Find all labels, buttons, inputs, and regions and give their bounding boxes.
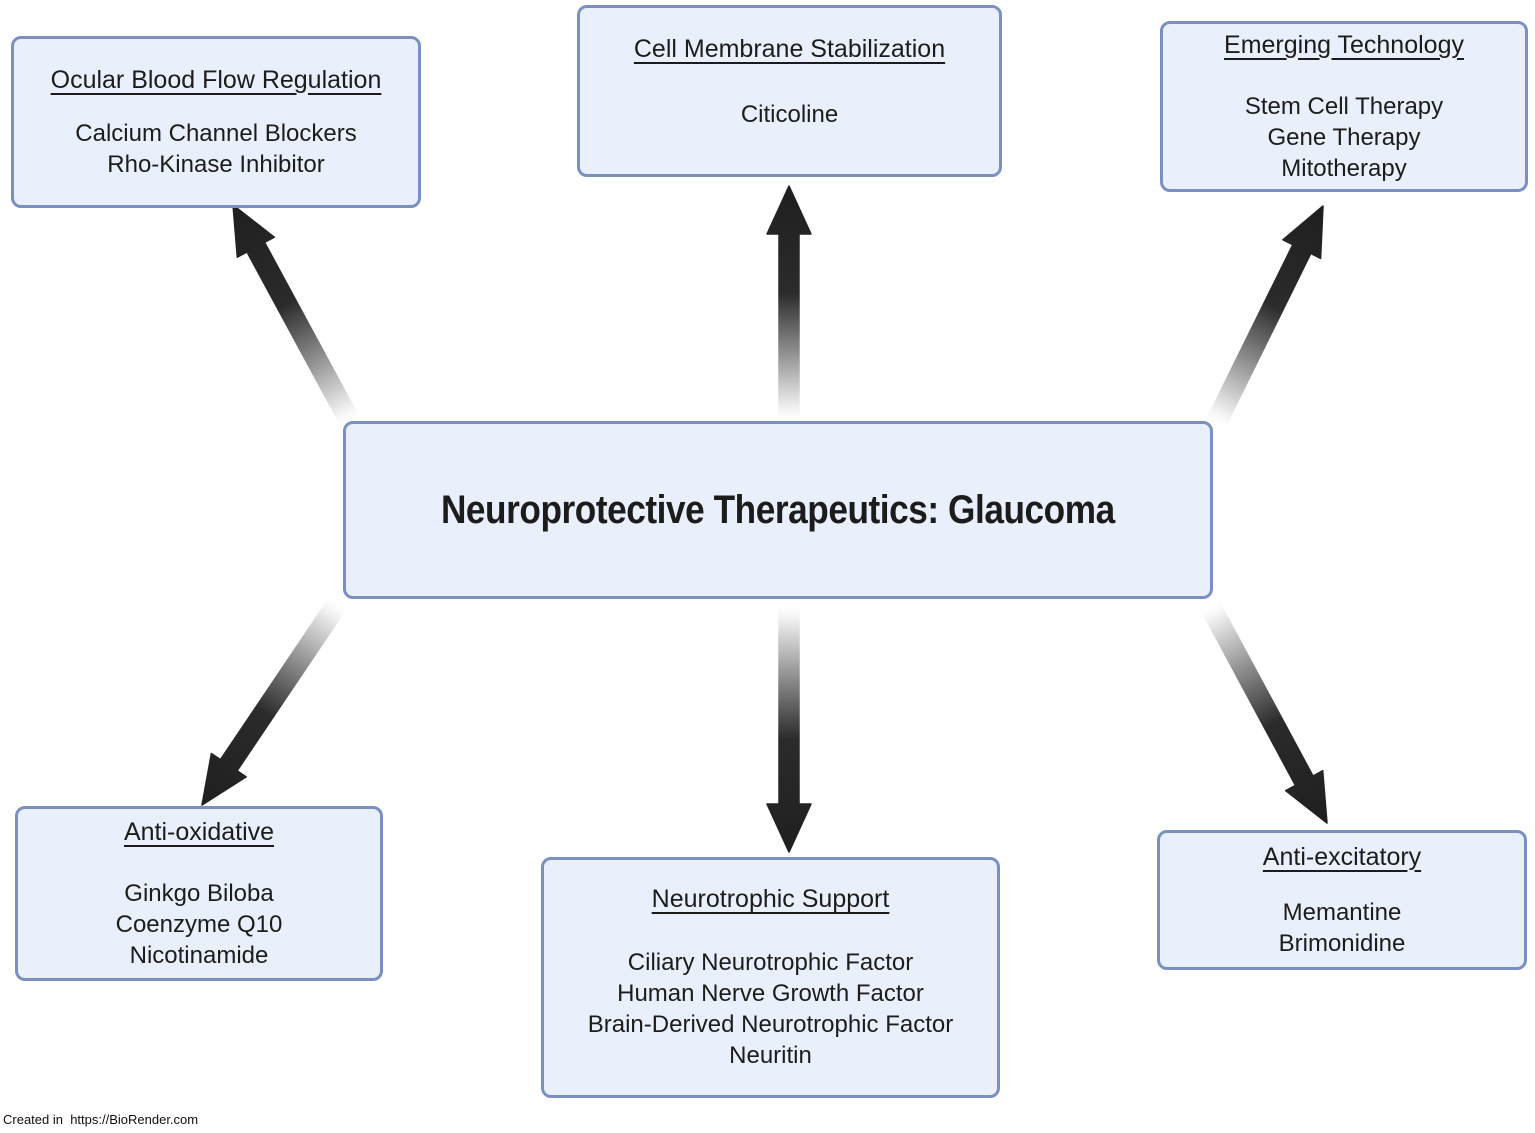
node-neurotrophic-support: Neurotrophic Support Ciliary Neurotrophi…: [541, 857, 1000, 1098]
node-item: Rho-Kinase Inhibitor: [107, 150, 325, 178]
node-item: Calcium Channel Blockers: [75, 119, 357, 147]
arrow-to-emerging-technology-icon: [1204, 205, 1324, 433]
node-item: Nicotinamide: [129, 941, 269, 969]
node-item: Stem Cell Therapy: [1244, 92, 1444, 120]
node-item: Coenzyme Q10: [115, 910, 283, 938]
node-item-list: Citicoline: [741, 99, 838, 130]
node-anti-excitatory: Anti-excitatory Memantine Brimonidine: [1157, 830, 1527, 970]
node-item: Ciliary Neurotrophic Factor: [627, 949, 914, 976]
node-heading: Cell Membrane Stabilization: [633, 35, 946, 63]
node-ocular-blood-flow-regulation: Ocular Blood Flow Regulation Calcium Cha…: [11, 36, 421, 208]
node-item: Ginkgo Biloba: [124, 879, 274, 907]
node-heading: Ocular Blood Flow Regulation: [50, 65, 382, 94]
node-item-list: Ciliary Neurotrophic Factor Human Nerve …: [588, 947, 953, 1071]
diagram-title: Neuroprotective Therapeutics: Glaucoma: [441, 487, 1115, 532]
node-item: Mitotherapy: [1281, 154, 1407, 182]
arrow-to-anti-oxidative-icon: [201, 593, 350, 806]
node-cell-membrane-stabilization: Cell Membrane Stabilization Citicoline: [577, 5, 1002, 177]
node-central-title: Neuroprotective Therapeutics: Glaucoma: [343, 421, 1213, 599]
node-item: Human Nerve Growth Factor: [617, 980, 924, 1007]
arrow-to-ocular-blood-flow-icon: [232, 204, 362, 431]
biorender-credit: Created in https://BioRender.com: [3, 1112, 199, 1127]
node-item-list: Ginkgo Biloba Coenzyme Q10 Nicotinamide: [116, 878, 283, 971]
node-item: Gene Therapy: [1267, 123, 1421, 151]
node-item: Memantine: [1282, 898, 1402, 926]
node-item: Brain-Derived Neurotrophic Factor: [587, 1011, 954, 1038]
node-heading: Neurotrophic Support: [651, 885, 890, 913]
node-heading: Emerging Technology: [1224, 30, 1464, 59]
node-item-list: Calcium Channel Blockers Rho-Kinase Inhi…: [75, 118, 356, 180]
node-emerging-technology: Emerging Technology Stem Cell Therapy Ge…: [1160, 21, 1528, 192]
node-item: Citicoline: [740, 101, 839, 128]
arrow-to-cell-membrane-icon: [766, 185, 812, 425]
node-item: Neuritin: [729, 1042, 812, 1069]
node-item: Brimonidine: [1278, 929, 1406, 957]
node-anti-oxidative: Anti-oxidative Ginkgo Biloba Coenzyme Q1…: [15, 806, 383, 981]
node-heading: Anti-oxidative: [123, 817, 275, 846]
node-item-list: Stem Cell Therapy Gene Therapy Mitothera…: [1245, 91, 1443, 184]
arrow-to-neurotrophic-support-icon: [766, 601, 812, 853]
node-item-list: Memantine Brimonidine: [1279, 897, 1406, 959]
node-heading: Anti-excitatory: [1262, 842, 1422, 871]
arrow-to-anti-excitatory-icon: [1198, 596, 1328, 824]
